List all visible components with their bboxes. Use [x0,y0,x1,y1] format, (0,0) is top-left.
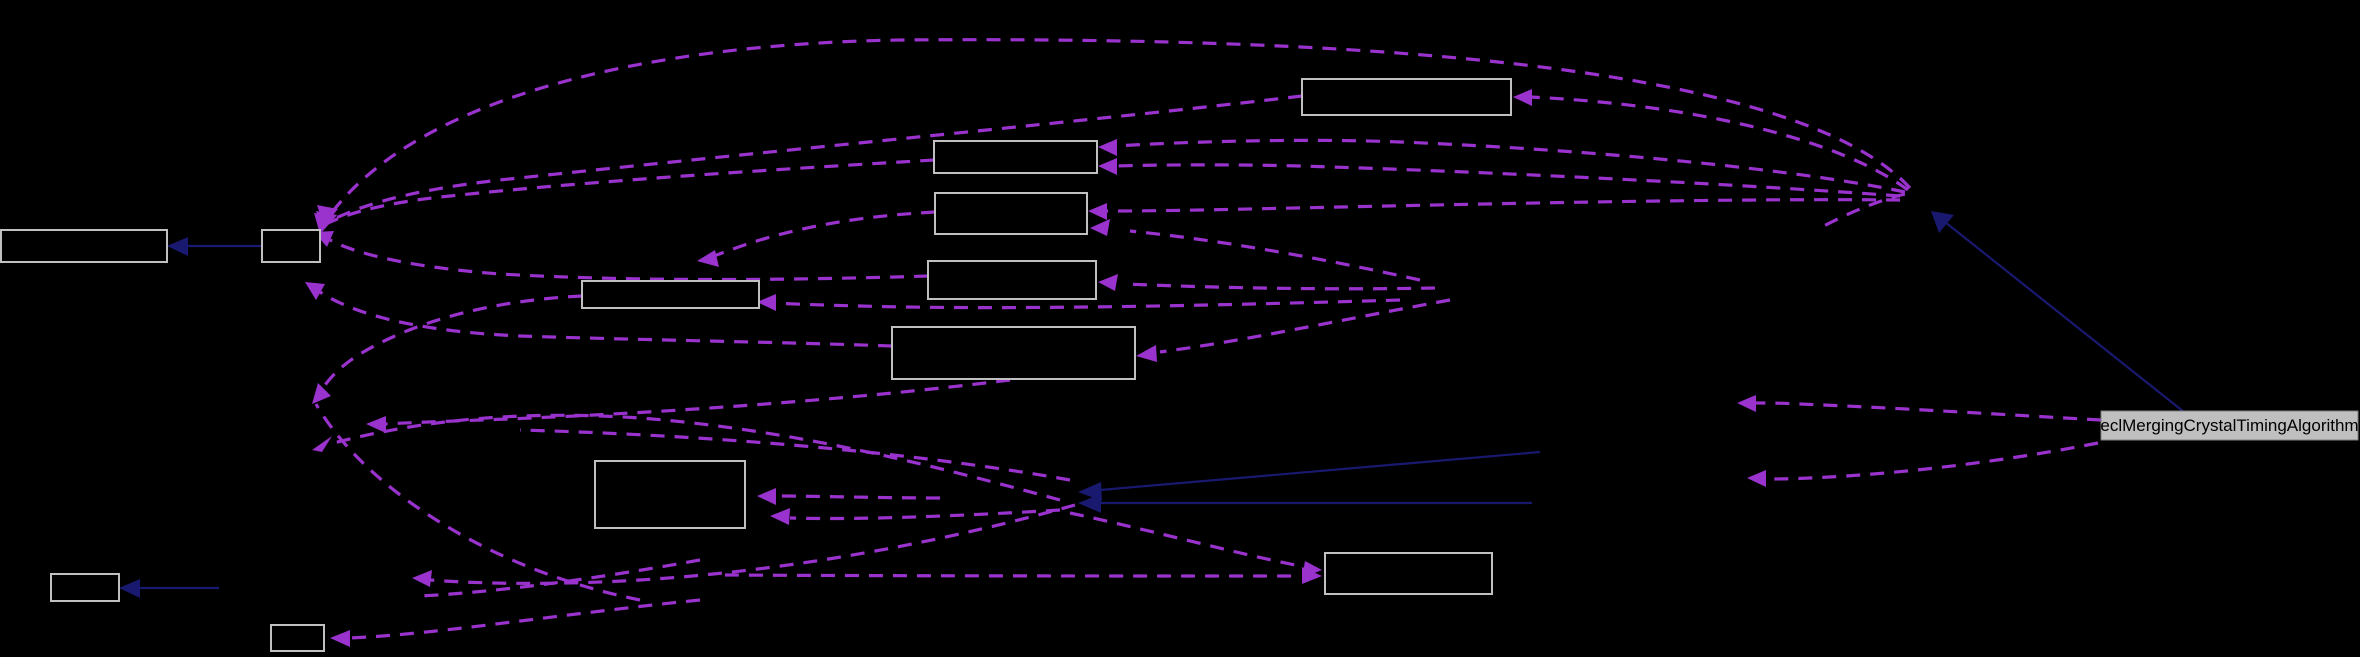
edge-arrowhead [1931,211,1954,233]
edge-arrowhead [330,630,350,647]
usage-edge [384,378,1011,426]
graph-node[interactable] [1324,552,1493,595]
edge-arrowhead [1078,494,1101,513]
usage-edge [774,298,1401,310]
edge-arrowhead [757,488,776,505]
graph-node[interactable] [0,229,168,263]
edge-arrowhead [770,508,790,525]
usage-edge [327,94,1303,224]
usage-edge [419,558,701,598]
edge-arrowhead [757,294,776,311]
edge-arrowhead [312,436,332,452]
graph-node-box[interactable] [1301,78,1512,116]
edge-arrowhead [119,579,140,598]
graph-node-box[interactable] [581,280,760,309]
edge-arrowhead [366,416,386,433]
edge-arrowhead [1302,567,1322,584]
usage-edge [1129,229,1421,282]
usage-edge [318,294,583,393]
edge-arrowhead [412,570,432,587]
graph-node[interactable] [261,229,321,263]
graph-node-box[interactable] [891,326,1136,380]
graph-node-box[interactable] [270,624,325,652]
usage-edge [429,503,1076,585]
edge-arrowhead [167,237,188,256]
graph-node[interactable] [934,192,1088,235]
edge-arrowhead [1098,158,1117,175]
usage-edge [724,573,1301,578]
graph-node[interactable] [594,460,746,529]
graph-node[interactable] [50,573,120,602]
usage-edge [329,413,1061,502]
edge-arrowhead [1136,345,1157,362]
graph-node-box[interactable] [261,229,321,263]
graph-node-box[interactable] [0,229,168,263]
edge-arrowhead [1737,395,1756,412]
edge-arrowhead [697,250,719,267]
usage-edges-group [305,38,2102,647]
usage-edge [1104,198,1901,213]
edge-arrowhead [1098,274,1118,291]
edge-arrowhead [1090,219,1110,236]
usage-edge [1159,298,1451,354]
edge-arrowhead [312,383,331,404]
graph-node-current[interactable]: eclMergingCrystalTimingAlgorithm [2100,410,2359,441]
edge-arrowhead [1747,470,1766,487]
graph-node[interactable] [581,280,760,309]
inheritance-edge [1944,221,2185,413]
usage-edge [329,238,929,282]
graph-node[interactable] [1301,78,1512,116]
inheritance-edges-group [119,211,2185,598]
usage-edge [319,290,893,348]
graph-node[interactable] [933,140,1098,174]
graph-node[interactable] [927,260,1097,300]
graph-node-box[interactable] [927,260,1097,300]
usage-edge [1114,163,1901,198]
graph-node-label: eclMergingCrystalTimingAlgorithm [2100,416,2358,435]
usage-edge [1529,95,1909,192]
usage-edge [519,428,1071,482]
usage-edge [349,598,701,640]
edge-arrowhead [305,282,325,300]
usage-edge [774,494,941,500]
usage-edge [1764,441,2099,481]
usage-edge [1754,401,2102,422]
usage-edge [325,158,935,226]
nodes-layer: eclMergingCrystalTimingAlgorithm [0,78,2359,652]
usage-edge [314,403,641,602]
usage-edge [1124,282,1436,291]
graph-node-box[interactable] [1324,552,1493,595]
usage-edge [713,210,936,258]
graph-node[interactable] [270,624,325,652]
inheritance-edge [1099,450,1541,492]
usage-edge [1069,511,1301,568]
edge-arrowhead [1513,89,1532,106]
graph-node-box[interactable] [2100,410,2359,441]
graph-node-box[interactable] [934,192,1088,235]
edge-arrowhead [314,213,335,234]
usage-edge [328,38,1912,216]
graph-node-box[interactable] [50,573,120,602]
usage-edge [1114,138,1906,194]
graph-node-box[interactable] [594,460,746,529]
usage-edge [789,508,1061,521]
edge-arrowhead [1098,139,1117,156]
graph-node[interactable] [891,326,1136,380]
usage-edge [1819,192,1906,230]
graph-node-box[interactable] [933,140,1098,174]
edge-arrowhead [1088,203,1107,220]
